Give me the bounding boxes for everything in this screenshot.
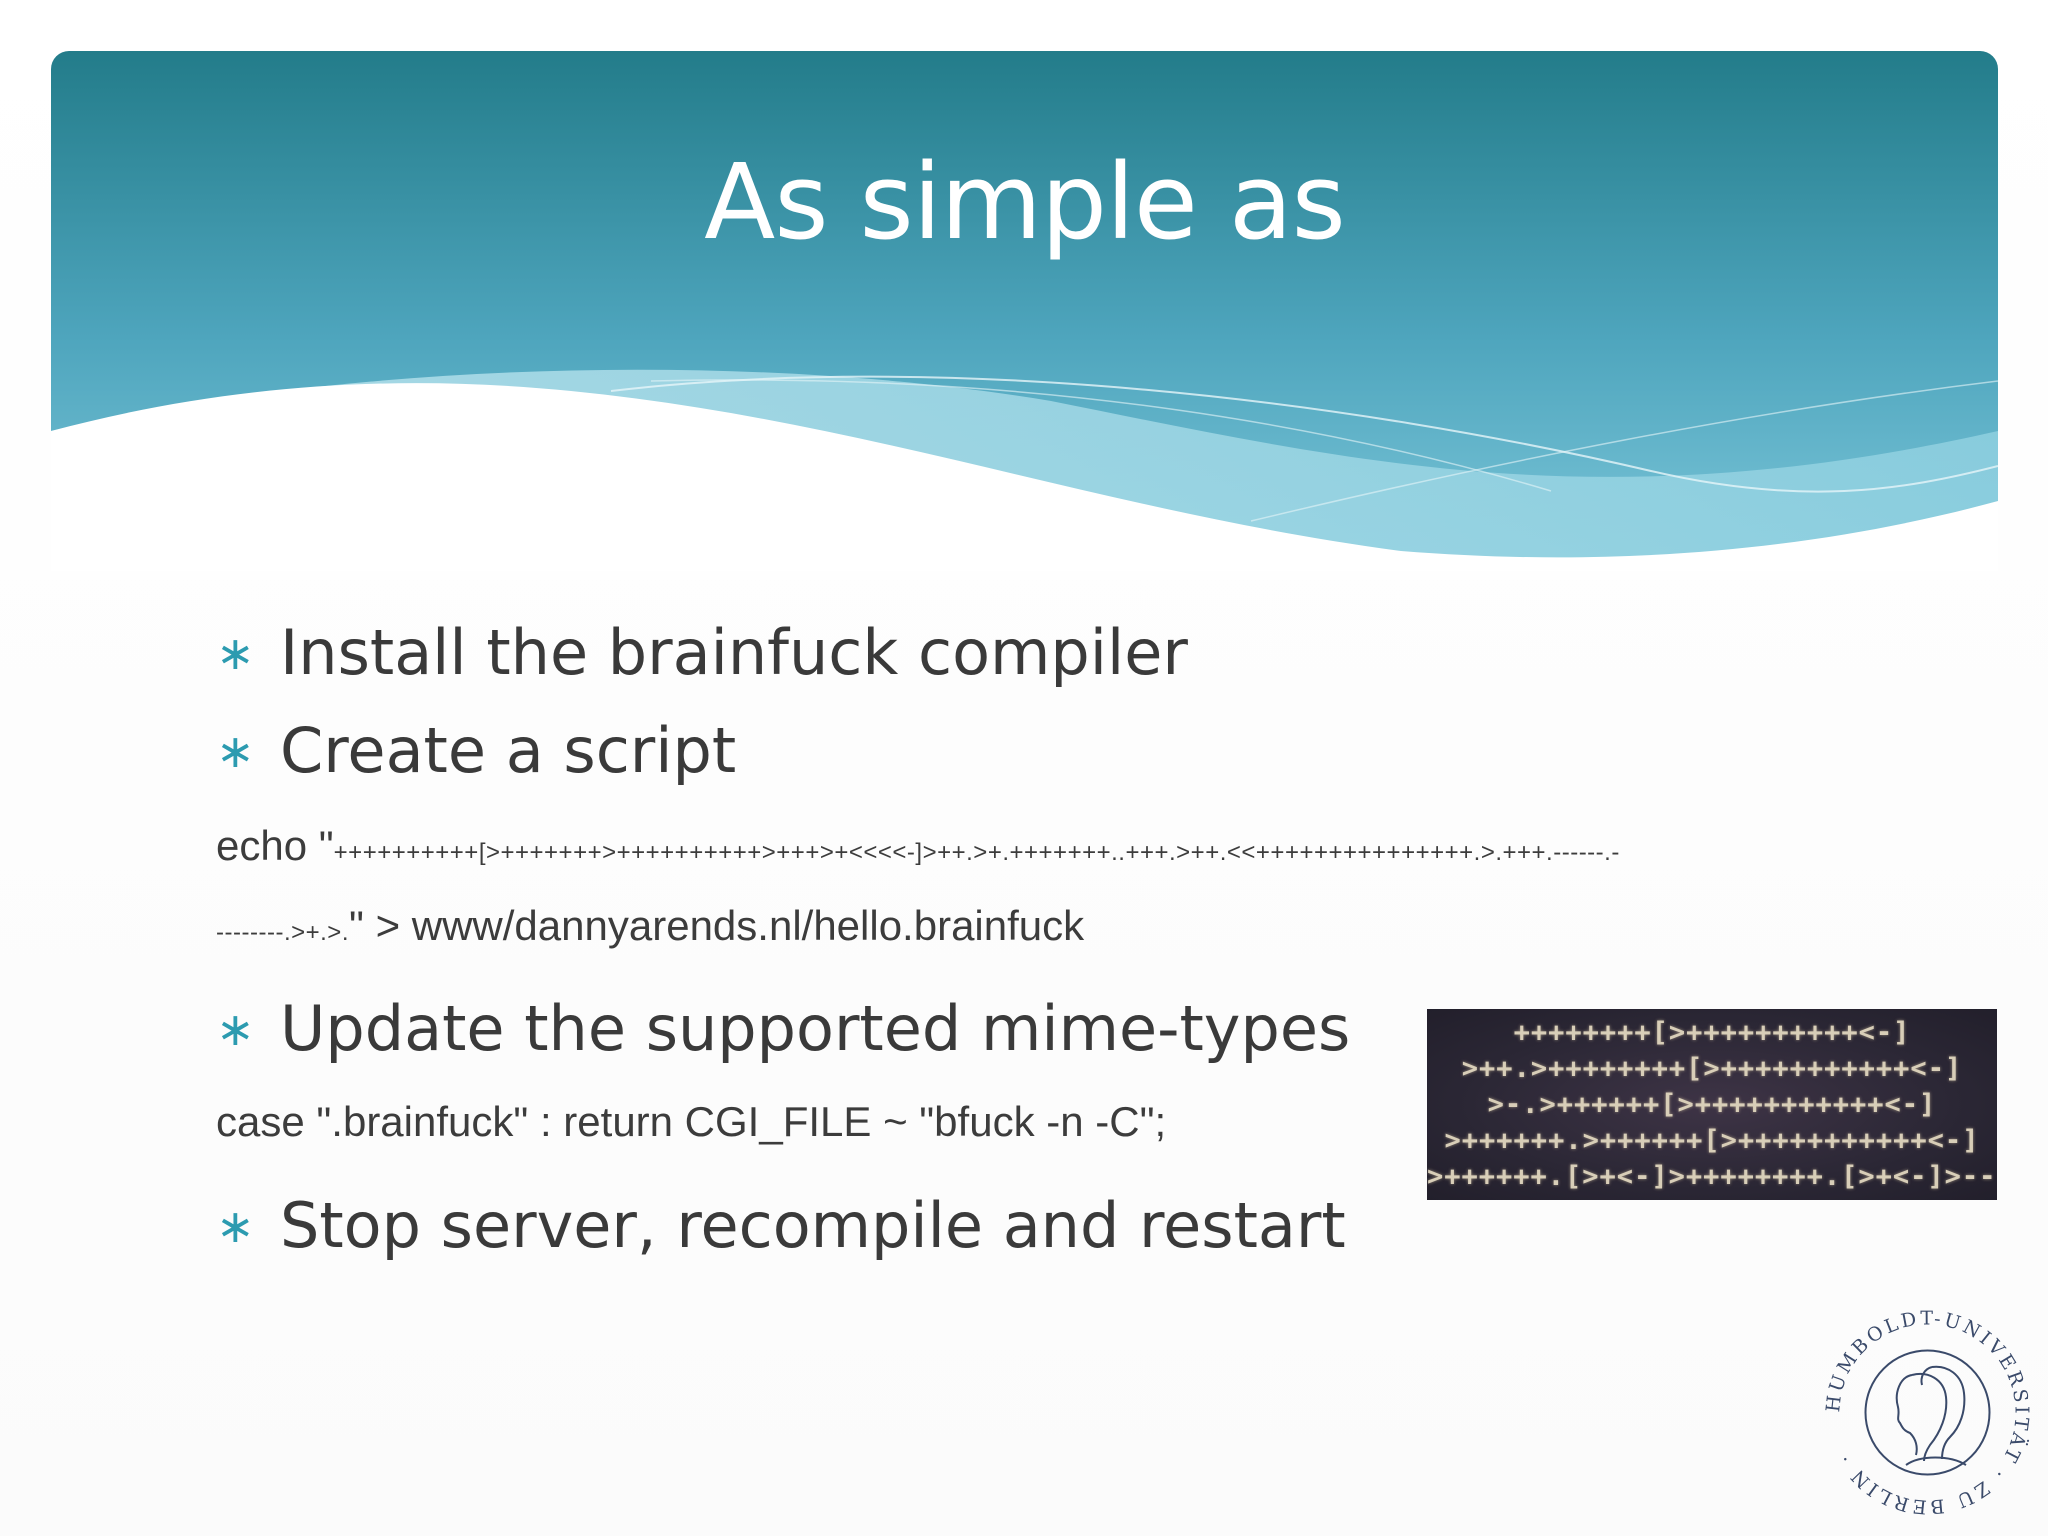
bullet-asterisk-icon: ∗ (216, 626, 255, 680)
echo-program-part-1: ++++++++++[>+++++++>++++++++++>+++>+<<<<… (333, 839, 1620, 866)
bullet-text: Install the brainfuck compiler (280, 616, 1188, 689)
echo-command-line-2: --------.>+.>." > www/dannyarends.nl/hel… (216, 902, 1084, 950)
bf-image-line: >++++++.>++++++[>+++++++++++<-] (1444, 1125, 1980, 1156)
mime-case-line: case ".brainfuck" : return CGI_FILE ~ "b… (216, 1098, 1166, 1146)
bullet-asterisk-icon: ∗ (216, 724, 255, 778)
bullet-stop-recompile-restart: ∗ Stop server, recompile and restart (216, 1195, 1346, 1257)
slide-title: As simple as (704, 141, 1346, 263)
bf-image-line: >++++++.[>+<-]>++++++++.[>+<-]>----. (1427, 1161, 1997, 1192)
humboldt-university-seal-icon: HUMBOLDT-UNIVERSITÄT · ZU BERLIN · (1822, 1307, 2033, 1517)
bf-image-line: >++.>++++++++[>+++++++++++<-] (1461, 1053, 1963, 1084)
bullet-install-compiler: ∗ Install the brainfuck compiler (216, 622, 1188, 684)
bullet-asterisk-icon: ∗ (216, 1199, 255, 1253)
bf-image-line: ++++++++[>++++++++++<-] (1513, 1017, 1911, 1048)
wave-background (51, 51, 1998, 571)
header-banner (51, 51, 1998, 571)
seal-ring-text: HUMBOLDT-UNIVERSITÄT · ZU BERLIN · (1822, 1307, 2033, 1517)
echo-suffix: " > www/dannyarends.nl/hello.brainfuck (349, 902, 1085, 949)
bullet-text: Update the supported mime-types (280, 992, 1351, 1065)
bullet-create-script: ∗ Create a script (216, 720, 736, 782)
echo-prefix: echo " (216, 822, 334, 869)
echo-command-line-1: echo "++++++++++[>+++++++>++++++++++>+++… (216, 822, 1620, 870)
bullet-text: Create a script (280, 714, 737, 787)
bullet-asterisk-icon: ∗ (216, 1002, 255, 1056)
brainfuck-code-image: ++++++++[>++++++++++<-] >++.>++++++++[>+… (1427, 1009, 1997, 1200)
bf-image-line: >-.>++++++[>+++++++++++<-] (1487, 1089, 1937, 1120)
bullet-update-mime-types: ∗ Update the supported mime-types (216, 998, 1350, 1060)
bullet-text: Stop server, recompile and restart (280, 1189, 1346, 1262)
mime-case-code: case ".brainfuck" : return CGI_FILE ~ "b… (216, 1098, 1167, 1145)
echo-program-part-2: --------.>+.>. (216, 919, 349, 946)
